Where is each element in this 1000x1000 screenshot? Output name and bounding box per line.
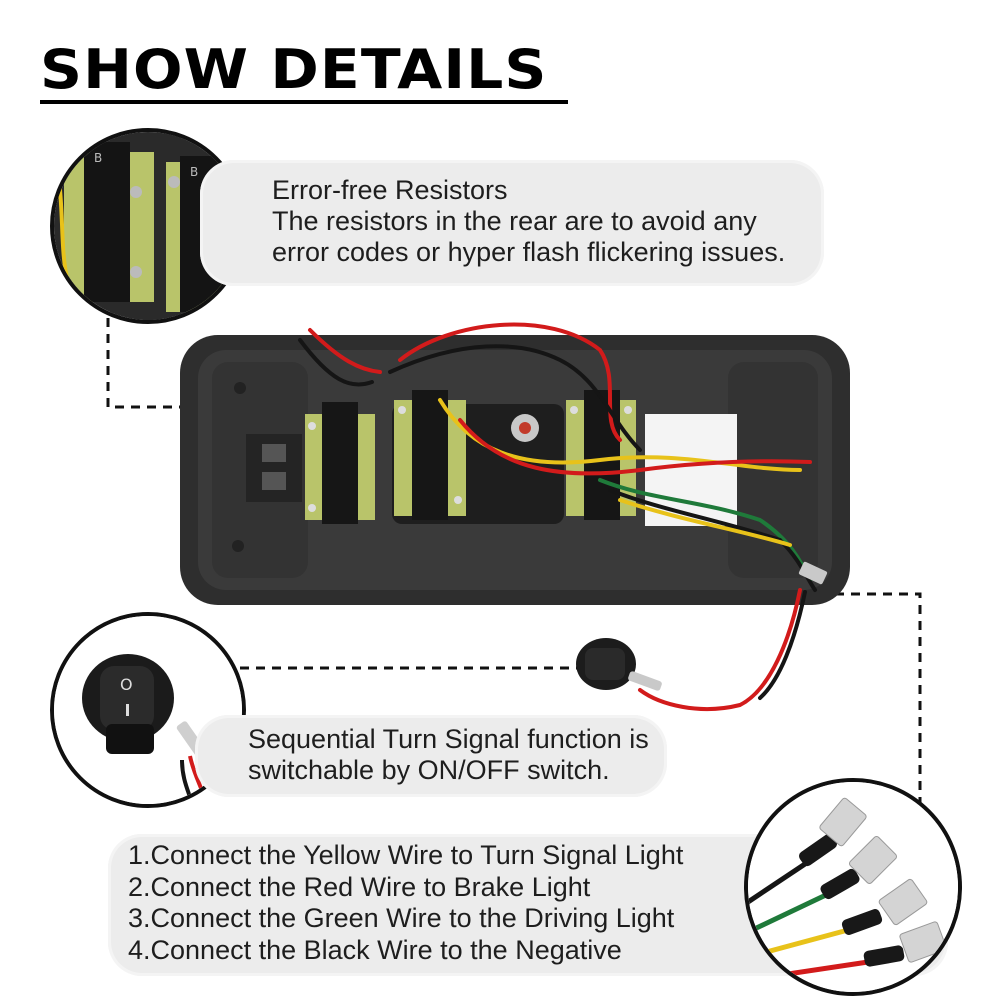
wiring-step-3: 3.Connect the Green Wire to the Driving … bbox=[128, 903, 675, 933]
resistor-marking-left: B bbox=[94, 151, 102, 165]
wire-connector-line bbox=[835, 592, 922, 815]
resistor-callout: Error-free Resistors The resistors in th… bbox=[200, 160, 824, 286]
switch-callout-line-1: Sequential Turn Signal function is bbox=[248, 724, 649, 754]
resistor-callout-heading: Error-free Resistors bbox=[272, 175, 508, 205]
resistor-left bbox=[305, 402, 375, 524]
rocker-switch bbox=[576, 638, 662, 691]
resistor-callout-line-1: The resistors in the rear are to avoid a… bbox=[272, 206, 757, 236]
wiring-step-2: 2.Connect the Red Wire to Brake Light bbox=[128, 871, 591, 902]
wire-terminals-closeup bbox=[744, 778, 962, 996]
wiring-step-4: 4.Connect the Black Wire to the Negative bbox=[128, 934, 622, 965]
wiring-step-1: 1.Connect the Yellow Wire to Turn Signal… bbox=[128, 840, 684, 870]
switch-off-marking: O bbox=[120, 675, 133, 694]
switch-callout: Sequential Turn Signal function is switc… bbox=[195, 715, 667, 797]
resistor-callout-line-2: error codes or hyper flash flickering is… bbox=[272, 237, 786, 267]
resistor-closeup: B B bbox=[50, 128, 246, 324]
resistor-marking-right: B bbox=[190, 165, 198, 179]
resistor-middle bbox=[394, 390, 466, 520]
switch-callout-line-2: switchable by ON/OFF switch. bbox=[248, 755, 610, 785]
page-title: SHOW DETAILS bbox=[40, 38, 548, 101]
title-underline bbox=[40, 100, 568, 104]
